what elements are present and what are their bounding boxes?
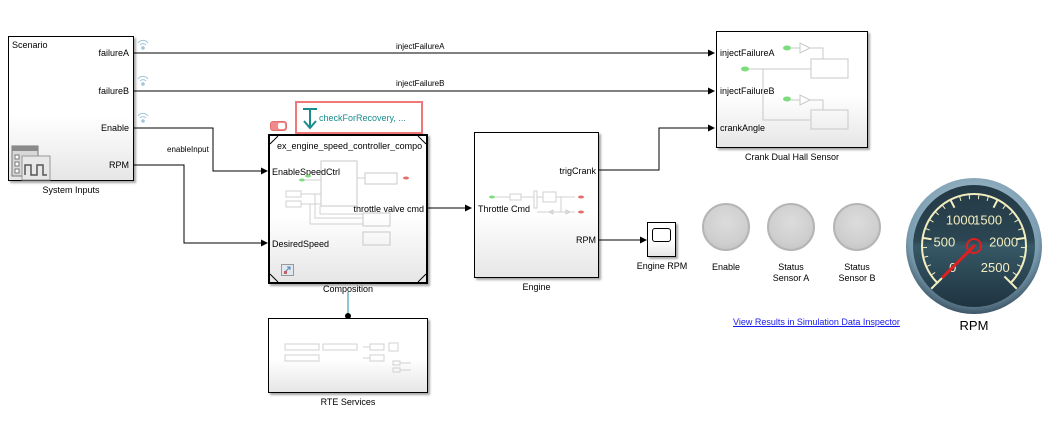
signal-label-enable-input: enableInput — [167, 145, 209, 154]
gauge-tick — [992, 199, 999, 209]
callout-box[interactable]: checkForRecovery, ... — [295, 101, 423, 134]
lamp-status-sensor-a-label: Status Sensor A — [772, 262, 810, 283]
gauge-tick — [949, 199, 956, 209]
gauge-tick-label: 1500 — [973, 212, 1002, 227]
gauge-tick — [1003, 275, 1012, 284]
composition-preview — [270, 136, 426, 282]
gauge-tick — [959, 195, 962, 202]
scope-caption: Engine RPM — [636, 261, 688, 271]
gauge-tick — [1014, 219, 1020, 223]
scenario-label: Scenario — [12, 40, 48, 50]
gauge-tick — [922, 236, 932, 241]
gauge-tick — [986, 195, 989, 202]
rpm-gauge[interactable]: 0 500 1000 1500 2000 2500 — [903, 177, 1045, 317]
port-inject-failure-a: injectFailureA — [720, 48, 775, 58]
view-results-sdi-link[interactable]: View Results in Simulation Data Inspecto… — [733, 317, 900, 327]
system-inputs-block[interactable]: Scenario failureA failureB Enable RPM — [8, 36, 134, 181]
port-engine-rpm: RPM — [576, 235, 596, 245]
lamp-enable-label: Enable — [711, 262, 741, 272]
gauge-tick — [924, 227, 930, 231]
gauge-tick — [1018, 227, 1024, 231]
composition-title: ex_engine_speed_controller_compo — [277, 141, 423, 151]
gauge-tick — [1012, 272, 1018, 276]
port-enable-speed-ctrl: EnableSpeedCtrl — [272, 167, 341, 177]
lamp-status-sensor-b[interactable] — [833, 203, 881, 251]
gauge-tick — [1002, 204, 1007, 210]
sensor-preview — [741, 42, 849, 130]
gauge-label: RPM — [959, 318, 989, 333]
gauge-tick — [926, 264, 932, 268]
port-failure-b: failureB — [98, 86, 129, 96]
gauge-tick-label: 2500 — [981, 260, 1010, 275]
engine-caption: Engine — [522, 282, 551, 292]
lamp-status-sensor-a[interactable] — [767, 203, 815, 251]
wireless-icon — [137, 75, 149, 86]
toggle-indicator[interactable] — [270, 121, 287, 131]
crank-dual-hall-sensor-block[interactable]: injectFailureA injectFailureB crankAngle — [716, 31, 868, 148]
gauge-tick — [930, 272, 936, 276]
wireless-icon — [137, 39, 149, 50]
scope-screen-icon — [652, 228, 671, 242]
composition-caption: Composition — [322, 284, 374, 294]
rte-connector-dot — [345, 313, 351, 319]
engine-rpm-scope[interactable] — [647, 222, 676, 257]
gauge-tick-label: 500 — [934, 234, 956, 249]
gauge-hub — [966, 238, 982, 254]
callout-text: checkForRecovery, ... — [319, 113, 406, 123]
down-arrow-icon — [303, 108, 317, 130]
gauge-tick — [1008, 211, 1014, 216]
port-desired-speed: DesiredSpeed — [272, 239, 330, 249]
gauge-tick — [1016, 236, 1026, 241]
port-crank-angle: crankAngle — [720, 123, 766, 133]
system-inputs-caption: System Inputs — [42, 185, 100, 195]
port-rpm: RPM — [109, 160, 129, 170]
engine-block[interactable]: trigCrank Throttle Cmd RPM — [474, 132, 599, 278]
engine-preview — [489, 190, 584, 215]
gauge-scale-arc — [921, 193, 1027, 290]
subsystem-link-icon — [281, 264, 294, 276]
rte-services-block[interactable] — [268, 318, 428, 393]
rte-services-preview — [284, 342, 411, 373]
signal-label-inject-failure-b: injectFailureB — [396, 79, 445, 88]
port-failure-a: failureA — [98, 48, 129, 58]
crank-sensor-caption: Crank Dual Hall Sensor — [744, 152, 840, 162]
port-inject-failure-b: injectFailureB — [720, 86, 775, 96]
gauge-tick — [923, 255, 929, 258]
port-enable: Enable — [100, 123, 129, 133]
wire-rpm-desired-speed[interactable] — [134, 164, 268, 247]
composition-block[interactable]: ex_engine_speed_controller_compo EnableS… — [268, 134, 428, 284]
wire-trig-crank[interactable] — [599, 124, 715, 171]
gauge-tick-label: 1000 — [946, 212, 975, 227]
gauge-tick-label: 2000 — [989, 234, 1018, 249]
port-throttle-valve-cmd: throttle valve cmd — [353, 204, 424, 214]
signal-label-inject-failure-a: injectFailureA — [396, 42, 445, 51]
gauge-tick — [934, 211, 940, 216]
signal-editor-icon — [11, 145, 51, 181]
gauge-tick — [1016, 264, 1022, 268]
gauge-tick — [928, 219, 934, 223]
wireless-icon — [137, 112, 149, 123]
lamp-enable[interactable] — [702, 203, 750, 251]
rte-services-caption: RTE Services — [320, 397, 376, 407]
gauge-tick — [1019, 255, 1025, 258]
lamp-status-sensor-b-label: Status Sensor B — [838, 262, 876, 283]
port-trig-crank: trigCrank — [559, 166, 596, 176]
gauge-tick — [941, 204, 946, 210]
port-throttle-cmd: Throttle Cmd — [478, 204, 531, 214]
wire-enable-input[interactable] — [134, 127, 268, 175]
